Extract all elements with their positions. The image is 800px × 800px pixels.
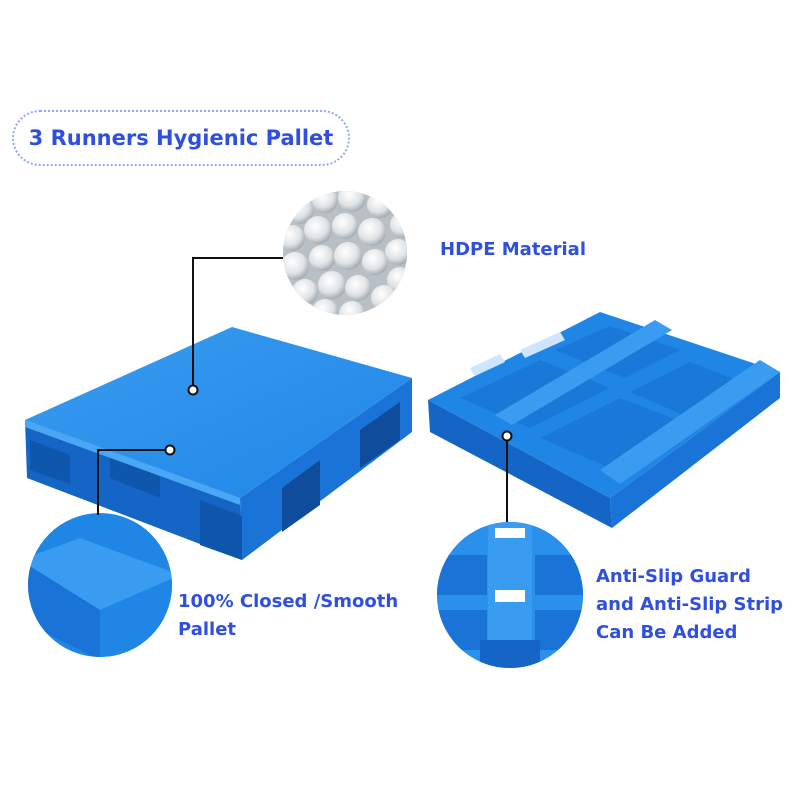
callout-dots [164,384,513,456]
material-callout: HDPE Material [440,236,586,264]
anti-slip-pallet-image [428,312,780,528]
surface-callout-line-2: Pallet [178,619,237,640]
antislip-callout-line-2: and Anti-Slip Strip [596,594,784,615]
callout-lines [97,257,508,522]
surface-callout: 100% Closed /Smooth Pallet [178,588,398,644]
hdpe-pellets-image [283,191,407,315]
surface-callout-line-1: 100% Closed /Smooth [178,591,399,612]
closed-top-pallet-image [25,327,412,560]
page-title: 3 Runners Hygienic Pallet [28,126,334,150]
antislip-callout-line-3: Can Be Added [596,622,738,643]
antislip-callout-line-1: Anti-Slip Guard [596,566,751,587]
material-callout-label: HDPE Material [440,239,586,260]
title-badge: 3 Runners Hygienic Pallet [12,110,350,166]
antislip-callout: Anti-Slip Guard and Anti-Slip Strip Can … [596,563,783,647]
anti-slip-strip-zoom-image [437,522,583,668]
smooth-surface-zoom-image [28,513,172,657]
